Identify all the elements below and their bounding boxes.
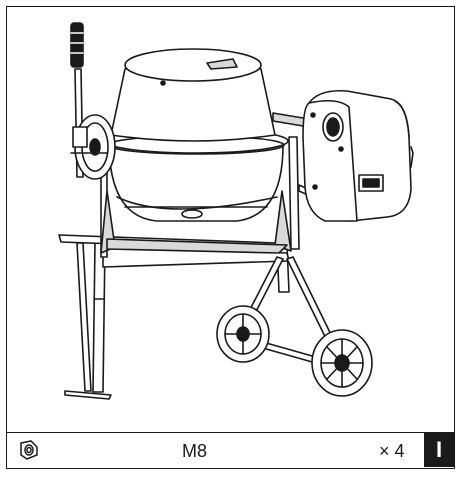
parts-footer: M8 × 4 I [7,432,454,468]
instruction-frame: M8 × 4 I [6,6,455,469]
step-label: I [435,437,443,462]
drum-body [108,144,284,222]
right-wheel [311,329,373,397]
motor-cover [302,99,358,222]
part-size-label: M8 [182,441,208,461]
foot-plate [64,390,112,400]
drum-mouth [124,48,262,82]
rear-leg [76,242,92,392]
handle-grip [70,22,84,68]
step-badge: I [424,433,454,467]
hex-nut-icon [20,440,38,460]
quantity-label: × 4 [379,441,405,461]
concrete-mixer-illustration [58,22,414,400]
left-wheel [216,305,270,363]
